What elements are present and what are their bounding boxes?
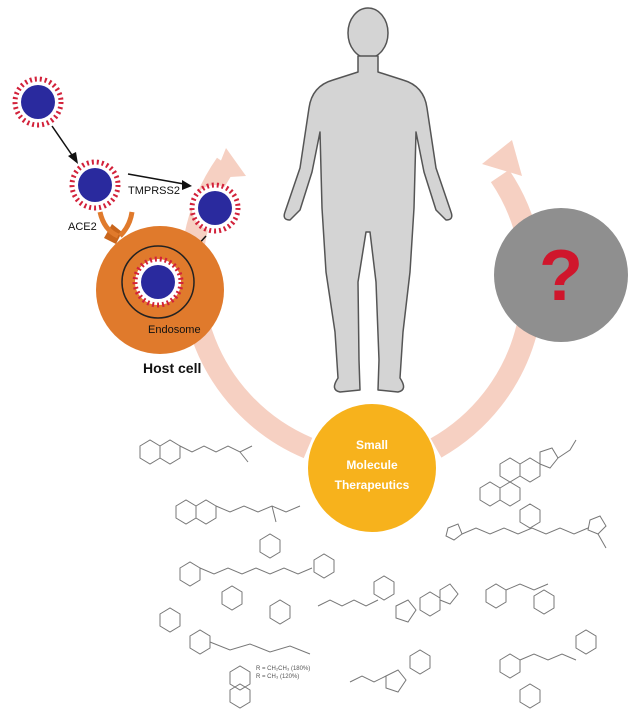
therapeutics-label-line3: Therapeutics — [335, 478, 410, 492]
coronavirus-icon — [15, 79, 61, 125]
coronavirus-icon — [72, 162, 118, 208]
coronavirus-icon — [192, 185, 238, 231]
host-cell-label: Host cell — [143, 360, 201, 376]
footnote-line1: R = CH₂CH₃ (180%) — [256, 666, 310, 672]
tmprss2-label: TMPRSS2 — [128, 185, 180, 197]
human-silhouette-icon — [283, 7, 453, 393]
endosome-label: Endosome — [148, 324, 201, 336]
ace2-label: ACE2 — [68, 221, 97, 233]
therapeutics-label-line1: Small — [356, 438, 388, 452]
therapeutics-label-line2: Molecule — [346, 458, 398, 472]
unknown-outcome: ? — [494, 208, 628, 342]
coronavirus-icon — [135, 259, 181, 305]
therapeutics-node: Small Molecule Therapeutics — [308, 404, 436, 532]
footnote-line2: R = CH₃ (120%) — [256, 674, 299, 680]
chemical-structure-icon — [139, 439, 607, 709]
question-mark-icon: ? — [539, 236, 583, 316]
host-cell — [96, 211, 224, 354]
